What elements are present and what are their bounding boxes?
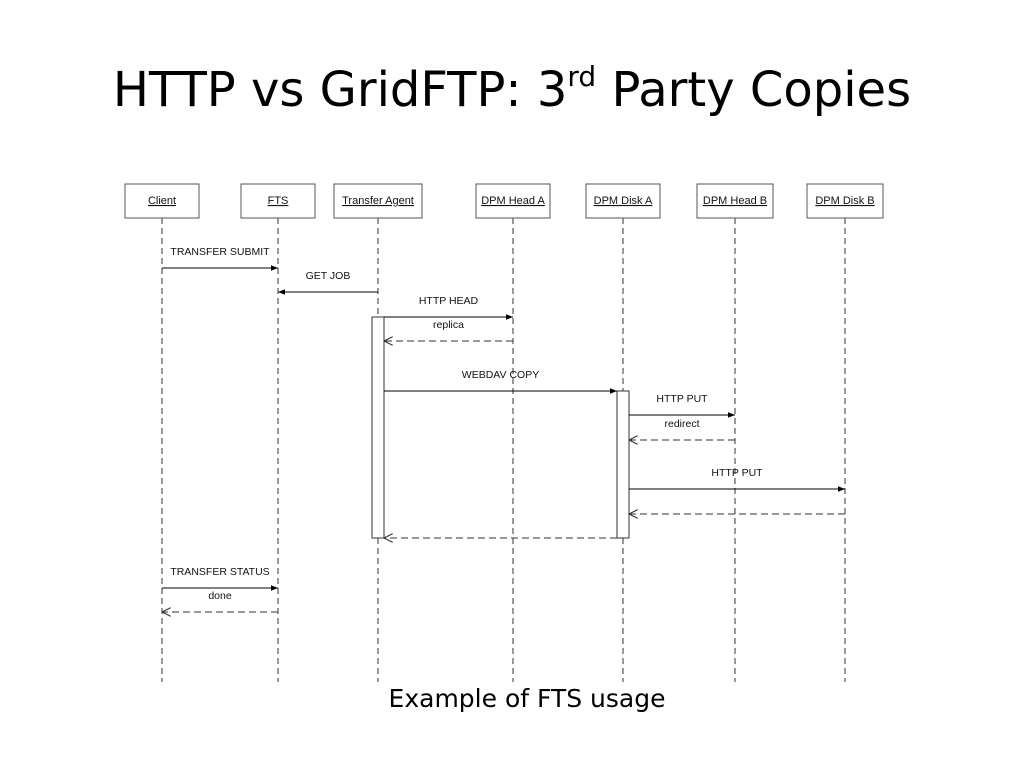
participant-headA: DPM Head A [475,183,551,682]
message-label: HTTP PUT [656,393,708,405]
message-1: GET JOB [278,270,378,295]
participant-label-headA: DPM Head A [481,195,545,207]
message-5: HTTP PUT [629,393,735,418]
message-label: TRANSFER SUBMIT [170,246,270,258]
activation-bar-diskA [616,390,630,539]
participant-box-diskA [585,183,661,219]
participant-label-fts: FTS [268,195,289,207]
message-label: HTTP HEAD [419,295,479,307]
message-7: HTTP PUT [629,467,845,492]
message-label: TRANSFER STATUS [170,566,269,578]
messages: TRANSFER SUBMIT GET JOB HTTP HEAD replicaWE… [162,246,845,612]
participant-box-headB [696,183,774,219]
participant-box-diskB [806,183,884,219]
participant-fts: FTS [240,183,316,682]
participant-label-client: Client [148,195,176,207]
title-superscript: rd [567,60,597,93]
message-10: TRANSFER STATUS [162,566,278,591]
activation-bar-agent [371,316,385,539]
title-main: HTTP vs GridFTP: 3 [112,62,568,118]
participant-label-diskA: DPM Disk A [594,195,653,207]
participant-headB: DPM Head B [696,183,774,682]
message-label: done [208,590,232,602]
slide-title: HTTP vs GridFTP: 3rd Party Copies [0,62,1024,118]
activations [371,316,630,539]
message-3: replica [384,319,513,341]
participant-client: Client [124,183,200,682]
message-label: GET JOB [306,270,351,282]
participant-agent: Transfer Agent [333,183,423,682]
participant-box-agent [333,183,423,219]
participant-box-client [124,183,200,219]
title-rest: Party Copies [596,62,912,118]
message-11: done [162,590,278,612]
message-4: WEBDAV COPY [384,369,617,394]
caption: Example of FTS usage [388,684,666,713]
message-label: replica [433,319,464,331]
participant-label-headB: DPM Head B [703,195,767,207]
message-6: redirect [629,418,735,440]
participant-box-headA [475,183,551,219]
participant-diskB: DPM Disk B [806,183,884,682]
message-label: WEBDAV COPY [462,369,539,381]
lifelines: Client FTS Transfer Agent DPM Head A DPM Dis… [124,183,884,682]
message-label: redirect [664,418,699,430]
participant-label-agent: Transfer Agent [342,195,414,207]
participant-label-diskB: DPM Disk B [815,195,874,207]
message-2: HTTP HEAD [384,295,513,320]
message-0: TRANSFER SUBMIT [162,246,278,271]
participant-box-fts [240,183,316,219]
message-label: HTTP PUT [711,467,763,479]
